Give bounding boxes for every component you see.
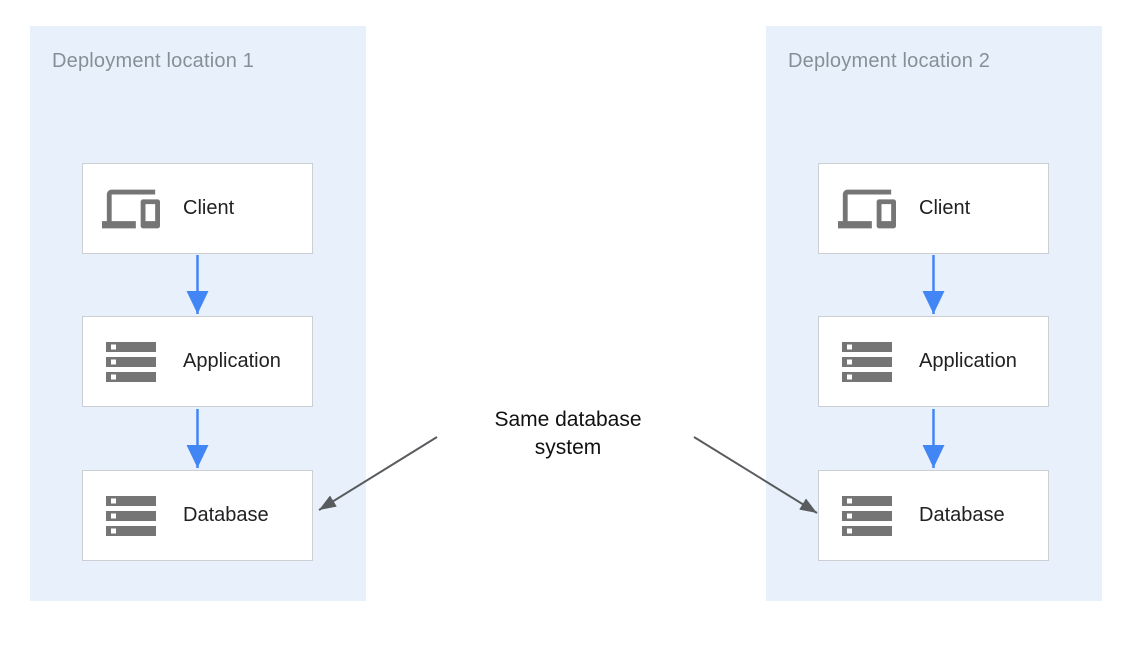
node-database-2: Database — [818, 470, 1049, 561]
node-label: Client — [183, 197, 235, 219]
region-title-1: Deployment location 1 — [52, 50, 255, 72]
deployment-location-2-region: Deployment location 2 Client Application… — [766, 26, 1102, 601]
node-client-2: Client — [818, 163, 1049, 254]
devices-icon — [836, 180, 898, 238]
node-label: Application — [919, 350, 1017, 372]
annotation-line-2: system — [534, 436, 602, 459]
node-label: Database — [183, 504, 269, 526]
storage-icon — [836, 486, 898, 546]
storage-icon — [100, 332, 162, 392]
node-client-1: Client — [82, 163, 313, 254]
annotation-same-database-system: Same database system — [466, 406, 670, 462]
devices-icon — [100, 180, 162, 238]
node-application-1: Application — [82, 316, 313, 407]
storage-icon — [100, 486, 162, 546]
deployment-location-1-region: Deployment location 1 Client Application… — [30, 26, 366, 601]
node-database-1: Database — [82, 470, 313, 561]
storage-icon — [836, 332, 898, 392]
node-application-2: Application — [818, 316, 1049, 407]
region-title-2: Deployment location 2 — [788, 50, 991, 72]
annotation-line-1: Same database — [494, 408, 642, 431]
node-label: Database — [919, 504, 1005, 526]
node-label: Application — [183, 350, 281, 372]
node-label: Client — [919, 197, 971, 219]
